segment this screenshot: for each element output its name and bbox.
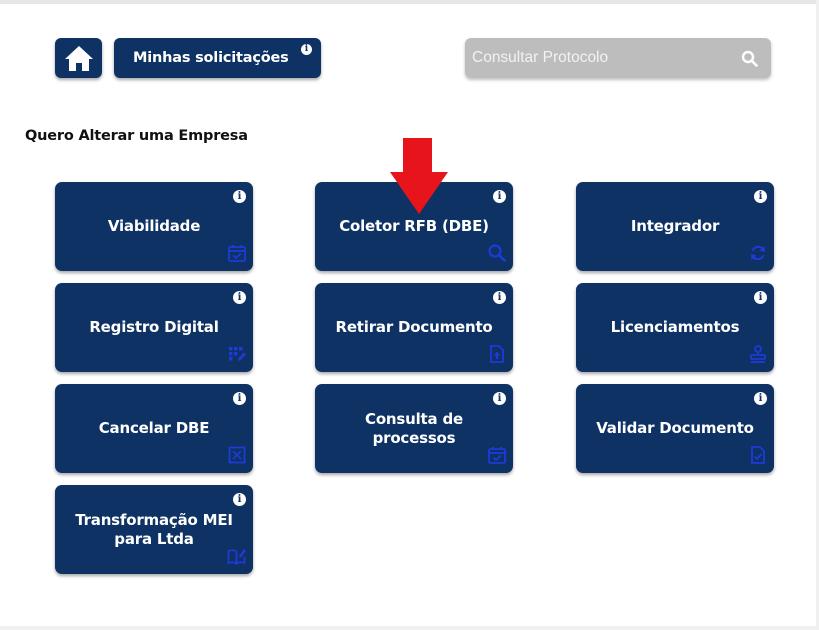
protocol-search bbox=[465, 38, 771, 78]
card-registro-digital[interactable]: Registro Digital i bbox=[55, 283, 253, 372]
book-edit-icon bbox=[227, 549, 246, 566]
card-label: Integrador bbox=[630, 217, 720, 235]
card-label: Retirar Documento bbox=[335, 318, 493, 336]
file-check-icon bbox=[751, 446, 765, 464]
protocol-search-input[interactable] bbox=[465, 38, 735, 78]
card-integrador[interactable]: Integrador i bbox=[576, 182, 774, 271]
info-icon[interactable]: i bbox=[754, 190, 767, 203]
grid-edit-icon bbox=[229, 347, 246, 361]
info-icon[interactable]: i bbox=[493, 190, 506, 203]
card-consulta-processos[interactable]: Consulta de processos i bbox=[315, 384, 513, 473]
card-cancelar-dbe[interactable]: Cancelar DBE i bbox=[55, 384, 253, 473]
home-icon bbox=[64, 46, 93, 71]
card-label: Transformação MEI para Ltda bbox=[75, 510, 233, 548]
card-validar-documento[interactable]: Validar Documento i bbox=[576, 384, 774, 473]
info-icon[interactable]: i bbox=[233, 291, 246, 304]
info-icon[interactable]: i bbox=[493, 291, 506, 304]
card-label: Licenciamentos bbox=[610, 318, 740, 336]
card-transformacao-mei[interactable]: Transformação MEI para Ltda i bbox=[55, 485, 253, 574]
card-label: Coletor RFB (DBE) bbox=[339, 217, 489, 235]
file-upload-icon bbox=[490, 345, 504, 363]
calendar-check-icon bbox=[488, 447, 506, 464]
card-licenciamentos[interactable]: Licenciamentos i bbox=[576, 283, 774, 372]
stamp-icon bbox=[750, 345, 766, 363]
section-title: Quero Alterar uma Empresa bbox=[25, 128, 248, 144]
card-viabilidade[interactable]: Viabilidade i bbox=[55, 182, 253, 271]
card-label: Viabilidade bbox=[107, 217, 201, 235]
red-arrow-indicator bbox=[390, 138, 448, 214]
my-requests-label: Minhas solicitações bbox=[133, 50, 289, 66]
info-icon[interactable]: i bbox=[233, 493, 246, 506]
card-retirar-documento[interactable]: Retirar Documento i bbox=[315, 283, 513, 372]
search-icon bbox=[488, 244, 506, 262]
calendar-check-icon bbox=[228, 245, 246, 262]
close-box-icon bbox=[228, 446, 246, 464]
info-icon[interactable]: i bbox=[754, 392, 767, 405]
card-label: Cancelar DBE bbox=[98, 419, 210, 437]
search-icon[interactable] bbox=[741, 50, 758, 67]
my-requests-button[interactable]: Minhas solicitações i bbox=[114, 38, 321, 78]
home-button[interactable] bbox=[55, 38, 102, 78]
card-label: Validar Documento bbox=[596, 419, 754, 437]
info-icon[interactable]: i bbox=[493, 392, 506, 405]
info-icon[interactable]: i bbox=[233, 190, 246, 203]
card-label: Consulta de processos bbox=[365, 409, 463, 447]
info-icon[interactable]: i bbox=[301, 44, 312, 55]
info-icon[interactable]: i bbox=[233, 392, 246, 405]
card-label: Registro Digital bbox=[89, 318, 219, 336]
refresh-icon bbox=[751, 245, 765, 261]
info-icon[interactable]: i bbox=[754, 291, 767, 304]
